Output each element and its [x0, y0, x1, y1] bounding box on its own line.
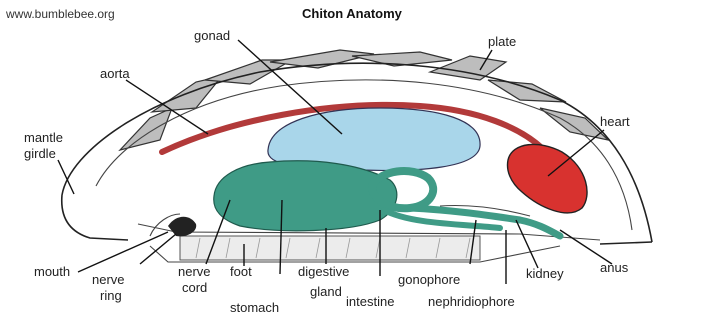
plate-7: [488, 80, 566, 102]
label-anus: anus: [600, 260, 629, 275]
site-url: www.bumblebee.org: [5, 7, 115, 21]
label-mouth: mouth: [34, 264, 70, 279]
diagram-title: Chiton Anatomy: [302, 6, 403, 21]
label-nerve-cord-2: cord: [182, 280, 207, 295]
mouth-region: [150, 214, 196, 236]
label-digestive-1: digestive: [298, 264, 349, 279]
label-nephridiophore: nephridiophore: [428, 294, 515, 309]
label-aorta: aorta: [100, 66, 130, 81]
label-kidney: kidney: [526, 266, 564, 281]
label-gonad: gonad: [194, 28, 230, 43]
label-nerve-ring-2: ring: [100, 288, 122, 303]
label-heart: heart: [600, 114, 630, 129]
label-foot: foot: [230, 264, 252, 279]
label-girdle: girdle: [24, 146, 56, 161]
plate-1: [120, 108, 172, 150]
foot-region: [180, 236, 480, 260]
plate-2: [152, 76, 222, 112]
stomach: [214, 161, 397, 231]
label-gonophore: gonophore: [398, 272, 460, 287]
label-mantle: mantle: [24, 130, 63, 145]
label-intestine: intestine: [346, 294, 394, 309]
label-plate: plate: [488, 34, 516, 49]
label-nerve-ring-1: nerve: [92, 272, 125, 287]
label-stomach: stomach: [230, 300, 279, 315]
heart: [508, 144, 588, 212]
label-digestive-2: gland: [310, 284, 342, 299]
label-nerve-cord-1: nerve: [178, 264, 211, 279]
